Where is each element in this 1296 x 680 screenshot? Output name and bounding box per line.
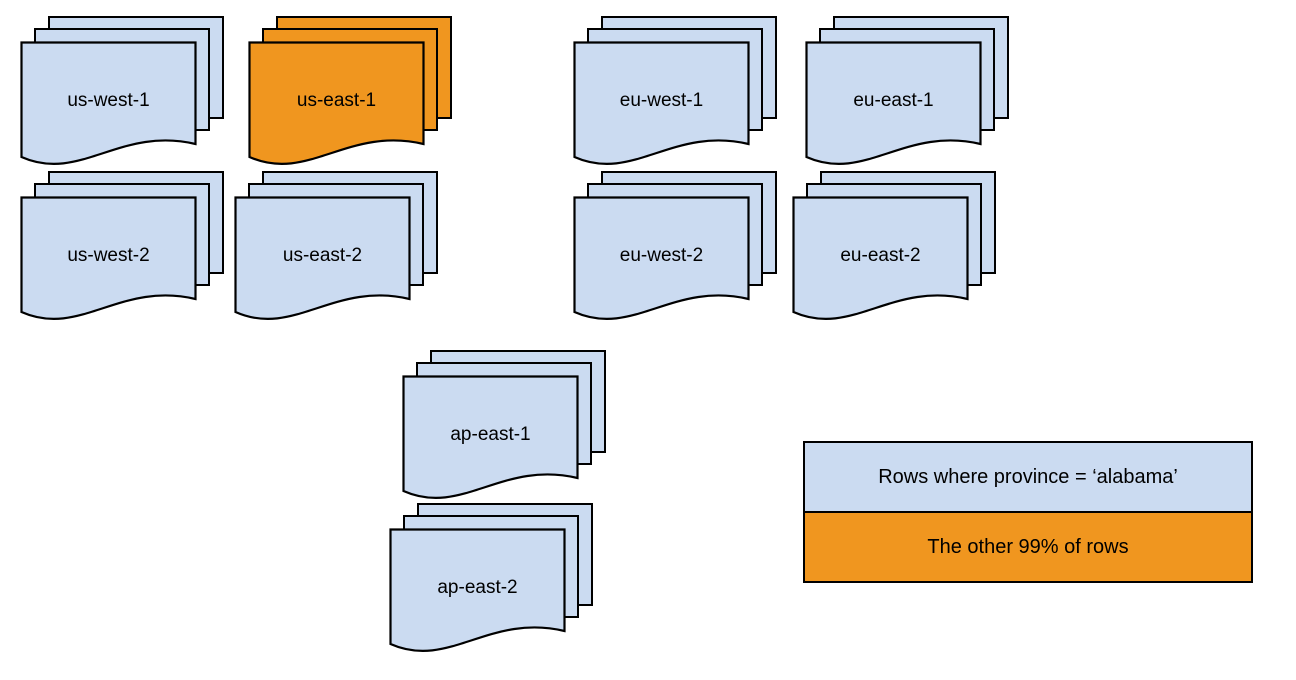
- legend-box: Rows where province = ‘alabama’ The othe…: [803, 441, 1253, 583]
- stack-eu-west-1: eu-west-1: [573, 16, 777, 166]
- stack-eu-east-1: eu-east-1: [805, 16, 1009, 166]
- stack-us-west-1: us-west-1: [20, 16, 224, 166]
- stack-ap-east-2: ap-east-2: [389, 503, 593, 653]
- stack-us-west-2: us-west-2: [20, 171, 224, 321]
- stack-ap-east-1: ap-east-1: [402, 350, 606, 500]
- document-shape-front: [234, 196, 411, 321]
- document-shape-front: [805, 41, 982, 166]
- legend-label-alabama: Rows where province = ‘alabama’: [878, 465, 1178, 488]
- document-shape-front: [389, 528, 566, 653]
- document-shape-front: [20, 196, 197, 321]
- document-shape-front: [573, 41, 750, 166]
- document-shape-front: [20, 41, 197, 166]
- document-shape-front: [402, 375, 579, 500]
- stack-eu-west-2: eu-west-2: [573, 171, 777, 321]
- legend-row-other-rows: The other 99% of rows: [805, 511, 1251, 581]
- document-shape-front: [792, 196, 969, 321]
- document-shape-front: [573, 196, 750, 321]
- stack-us-east-2: us-east-2: [234, 171, 438, 321]
- stack-us-east-1: us-east-1: [248, 16, 452, 166]
- legend-row-alabama: Rows where province = ‘alabama’: [805, 443, 1251, 511]
- legend-label-other-rows: The other 99% of rows: [927, 535, 1129, 558]
- document-shape-front: [248, 41, 425, 166]
- stack-eu-east-2: eu-east-2: [792, 171, 996, 321]
